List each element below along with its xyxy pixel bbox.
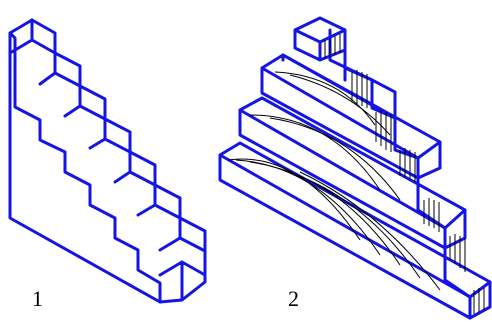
figure-1-solid-staircase — [8, 18, 207, 304]
figure-2-end-grain — [324, 34, 485, 314]
figure-1-back-edge — [8, 18, 34, 35]
figure-1-steps-front — [8, 18, 207, 302]
figure-2-step-blocks — [343, 48, 472, 299]
figure-2-grain-beam-1 — [227, 158, 441, 291]
figure-2-beam-1 — [218, 141, 492, 320]
figure-1-side-face — [8, 31, 162, 304]
figure-2-top-block — [293, 16, 347, 62]
figure-2-stacked-staircase — [218, 16, 492, 320]
figure-1-steps-back — [30, 18, 207, 304]
figure-2-label: 2 — [288, 286, 299, 311]
figure-2-grain-beam-2 — [249, 114, 401, 201]
figure-1-label: 1 — [32, 286, 43, 311]
